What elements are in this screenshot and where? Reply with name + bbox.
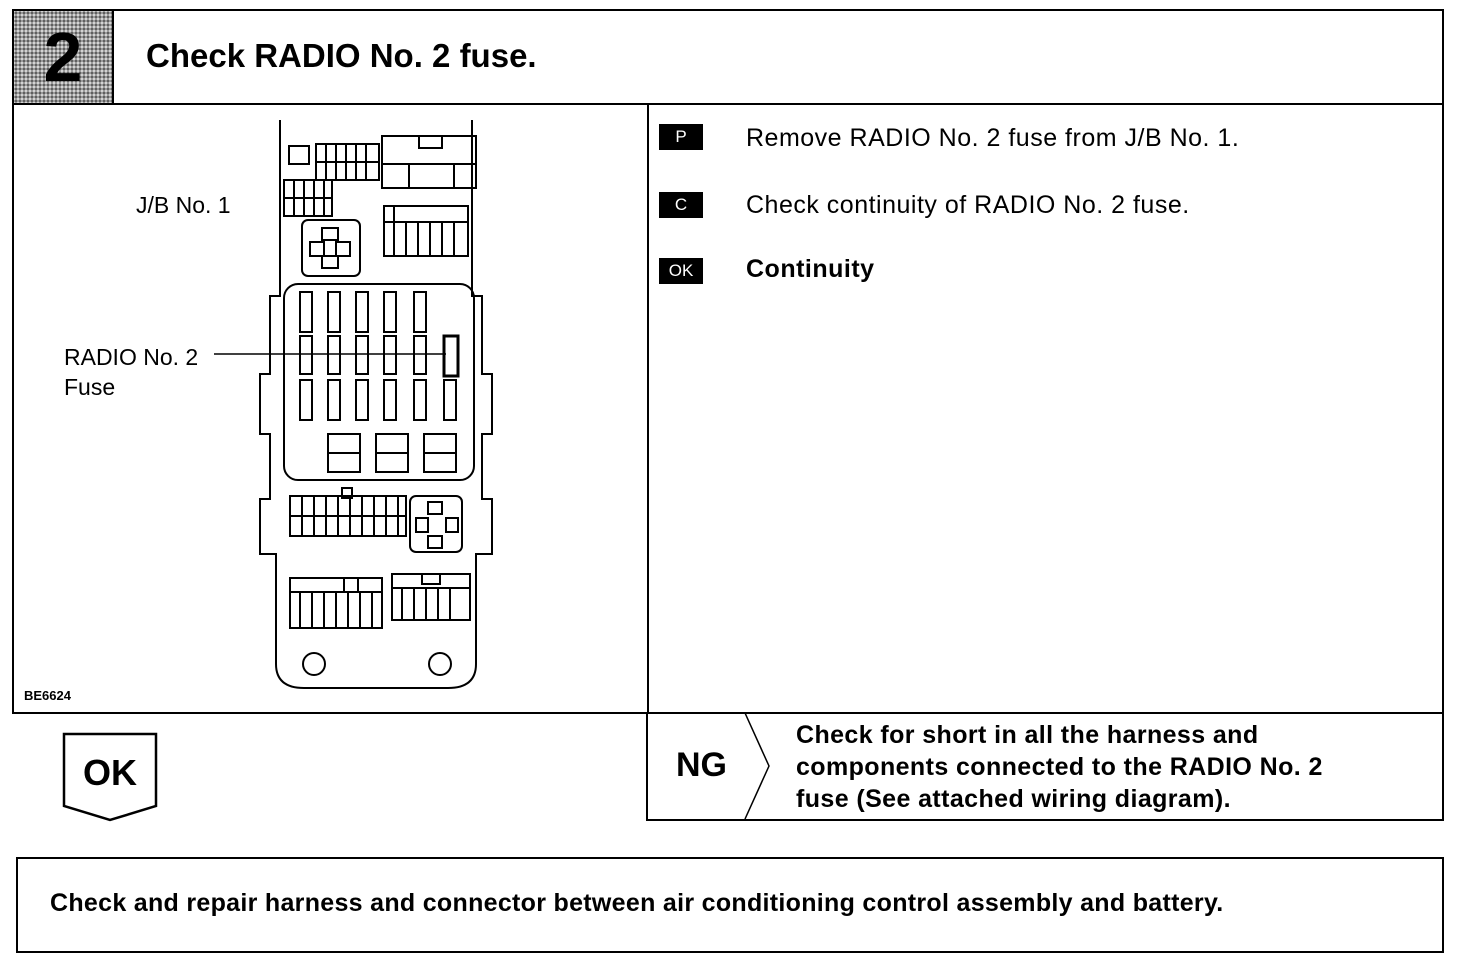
check-text: Check continuity of RADIO No. 2 fuse.	[746, 191, 1190, 219]
ok-result-label: OK	[83, 752, 137, 793]
fuse-label-line1: RADIO No. 2	[64, 344, 199, 370]
procedure-badge: P	[659, 124, 703, 150]
relay-socket-lower	[409, 495, 463, 553]
junction-block-diagram: J/B No. 1 RADIO No. 2 Fuse BE6624	[14, 104, 647, 712]
panel-divider	[647, 104, 649, 712]
ng-chevron	[744, 713, 770, 819]
fuse-block	[283, 283, 475, 481]
next-step-text: Check and repair harness and connector b…	[50, 889, 1224, 917]
radio-no2-fuse	[442, 334, 460, 378]
ng-result-label: NG	[676, 746, 727, 784]
figure-code: BE6624	[24, 688, 71, 703]
relay-socket-top	[301, 219, 361, 277]
fuse-row-1	[299, 291, 427, 333]
jb-label: J/B No. 1	[136, 192, 231, 218]
step-header: 2 Check RADIO No. 2 fuse.	[12, 9, 1444, 105]
ok-result-arrow	[62, 732, 158, 822]
ng-line-2: components connected to the RADIO No. 2	[796, 753, 1323, 781]
next-step-box: Check and repair harness and connector b…	[16, 857, 1444, 953]
mount-hole-left	[302, 652, 326, 676]
step-title: Check RADIO No. 2 fuse.	[146, 37, 537, 74]
step-number-box: 2	[14, 11, 114, 103]
connector-top-1	[288, 145, 310, 165]
jb-outline	[259, 120, 493, 689]
fuse-row-3	[299, 379, 457, 421]
main-panel: J/B No. 1 RADIO No. 2 Fuse BE6624 P Remo…	[12, 104, 1444, 714]
ng-instruction: Check for short in all the harness and c…	[796, 719, 1436, 815]
ng-result-box: NG Check for short in all the harness an…	[646, 713, 1444, 821]
procedure-text: Remove RADIO No. 2 fuse from J/B No. 1.	[746, 124, 1240, 152]
fuse-row-large	[327, 433, 457, 473]
step-number: 2	[43, 18, 83, 96]
mount-hole-right	[428, 652, 452, 676]
connector-bottom-right	[391, 573, 471, 621]
connector-top-3	[381, 135, 477, 189]
ng-line-1: Check for short in all the harness and	[796, 721, 1259, 749]
ok-condition-badge: OK	[659, 258, 703, 284]
check-badge: C	[659, 192, 703, 218]
junction-block-drawing	[214, 120, 493, 689]
fuse-row-2	[299, 334, 460, 378]
ng-line-3: fuse (See attached wiring diagram).	[796, 785, 1231, 813]
ok-condition-text: Continuity	[746, 255, 875, 283]
fuse-label-line2: Fuse	[64, 374, 116, 400]
connector-right	[383, 205, 469, 257]
